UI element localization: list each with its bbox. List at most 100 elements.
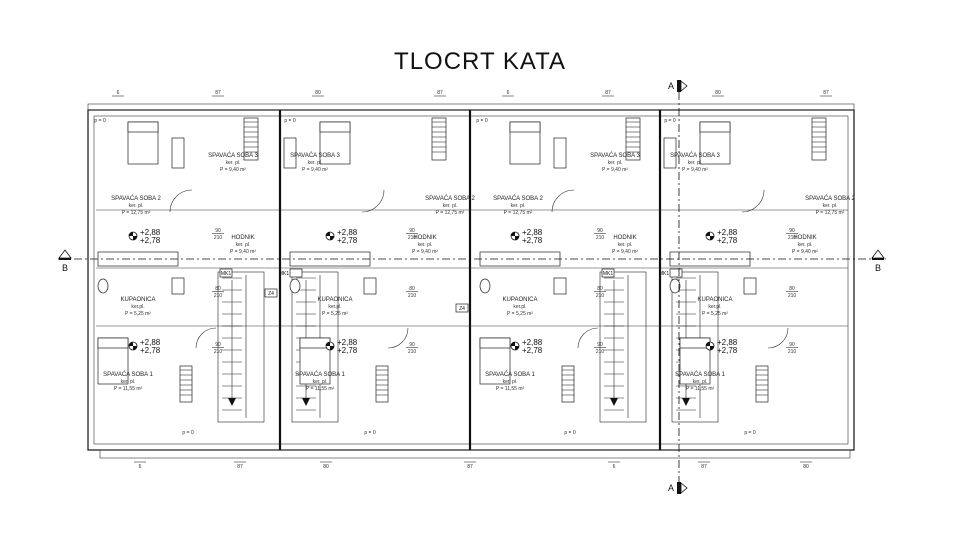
window-code: 80	[323, 464, 329, 470]
tag-box	[601, 268, 615, 278]
level-bottom: +2,78	[337, 346, 358, 355]
room-floor: ker. pl.	[688, 160, 703, 166]
section-marker-a: A	[668, 482, 688, 494]
room-name: SPAVAĆA SOBA 2	[805, 195, 855, 202]
room-name: SPAVAĆA SOBA 1	[485, 371, 535, 378]
room-floor: ker. pl.	[308, 160, 323, 166]
section-letter: A	[668, 483, 674, 493]
window-mark-bottom: 80	[800, 461, 812, 470]
level-marker: +2,88+2,78	[128, 228, 161, 245]
room-floor: ker. pl.	[236, 242, 251, 248]
window-mark-bottom: 87	[234, 461, 246, 470]
room-area: P = 11,55 m²	[496, 386, 525, 392]
stair-frame	[671, 271, 719, 423]
window-mark-bottom: 6	[608, 461, 620, 470]
door-width: 90	[215, 228, 221, 234]
level-bottom: +2,78	[140, 236, 161, 245]
door-height: 210	[596, 235, 605, 241]
section-letter: A	[668, 81, 674, 91]
door-width: 90	[409, 342, 415, 348]
room-name: HODNIK	[231, 235, 254, 241]
window-mark-bottom: 87	[464, 461, 476, 470]
level-marker: +2,88+2,78	[128, 338, 161, 355]
room-name: SPAVAĆA SOBA 2	[493, 195, 543, 202]
door-height: 210	[596, 349, 605, 355]
toilet	[289, 278, 301, 294]
door-width: 90	[215, 342, 221, 348]
room-floor: ker.pl.	[708, 304, 721, 310]
tag-z4: Z4	[455, 303, 469, 313]
nightstand	[171, 137, 185, 169]
door-swing	[361, 189, 385, 213]
level-top: +2,88	[717, 228, 738, 237]
stair-arrow	[682, 398, 690, 406]
toilet	[669, 278, 681, 294]
pillow	[299, 337, 331, 349]
window-code: 87	[701, 464, 707, 470]
parapet-label: p = 0	[476, 118, 487, 124]
level-bottom: +2,78	[522, 346, 543, 355]
room-name: SPAVAĆA SOBA 1	[295, 371, 345, 378]
room-floor: ker. pl.	[693, 379, 708, 385]
wardrobe	[375, 365, 389, 403]
door-swing	[169, 189, 193, 213]
wardrobe	[431, 117, 447, 161]
room-floor: ker. pl.	[313, 379, 328, 385]
room-area: P = 12,75 m²	[122, 210, 151, 216]
wardrobe	[625, 117, 641, 161]
window-mark-top: 87	[820, 90, 832, 97]
pillow	[127, 121, 159, 133]
room-area: P = 12,75 m²	[816, 210, 845, 216]
room-floor: ker. pl.	[503, 379, 518, 385]
section-bar	[59, 258, 71, 260]
door-height: 210	[408, 293, 417, 299]
door-height: 210	[788, 293, 797, 299]
level-symbol-fill	[706, 232, 714, 240]
staircase	[599, 271, 647, 423]
toilet	[479, 278, 491, 294]
stair-arrow	[610, 398, 618, 406]
room-name: HODNIK	[613, 235, 636, 241]
room-area: P = 9,40 m²	[302, 167, 328, 173]
door-height: 210	[788, 235, 797, 241]
room-name: KUPAONICA	[318, 297, 353, 303]
wardrobe	[561, 365, 575, 403]
window-code: 87	[467, 464, 473, 470]
level-bottom: +2,78	[140, 346, 161, 355]
nightstand	[663, 137, 677, 169]
room-floor: ker. pl.	[798, 242, 813, 248]
level-marker: +2,88+2,78	[510, 228, 543, 245]
nightstand	[283, 137, 297, 169]
door-swing	[767, 327, 789, 349]
stair-frame	[599, 271, 647, 423]
parapet-label: p = 0	[744, 430, 755, 436]
section-bar	[872, 258, 884, 260]
window-code: 87	[823, 90, 829, 96]
nightstand	[553, 137, 567, 169]
door-height: 210	[214, 349, 223, 355]
room-name: SPAVAĆA SOBA 3	[290, 152, 340, 159]
plan-title: TLOCRT KATA	[394, 48, 566, 75]
window-code: 6	[613, 464, 616, 470]
room-area: P = 9,40 m²	[682, 167, 708, 173]
room-area: P = 11,55 m²	[306, 386, 335, 392]
level-marker: +2,88+2,78	[325, 338, 358, 355]
parapet-label: p = 0	[182, 430, 193, 436]
level-marker: +2,88+2,78	[705, 228, 738, 245]
pillow	[97, 337, 129, 349]
door-width: 90	[409, 228, 415, 234]
door-height: 210	[788, 349, 797, 355]
bottom-terrace-strip	[99, 449, 851, 459]
room-floor: ker. pl.	[443, 203, 458, 209]
washbasin	[553, 277, 567, 295]
